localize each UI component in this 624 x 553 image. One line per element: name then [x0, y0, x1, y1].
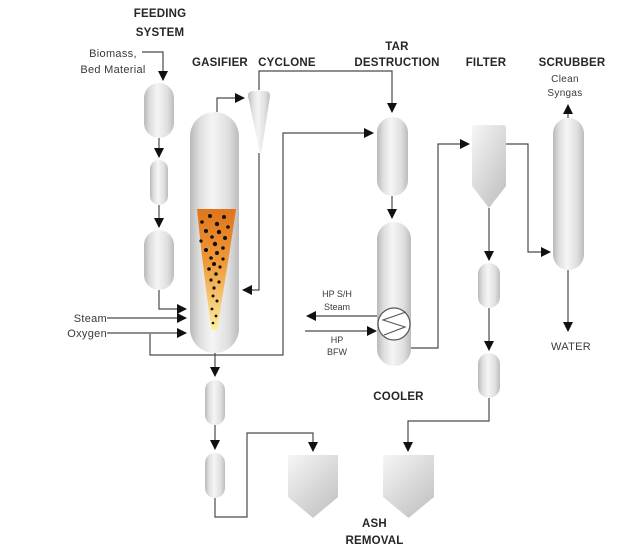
line-gasifier-to-cyclone — [216, 92, 246, 112]
stream-lines — [107, 51, 574, 518]
bed-particle — [212, 262, 216, 266]
bed-particle — [222, 215, 226, 219]
scrubber-label: SCRUBBER — [538, 57, 606, 69]
scrubber-vessel — [553, 118, 584, 270]
feed-hopper-2 — [150, 160, 168, 205]
tar-destruction-label: TAR DESTRUCTION — [342, 39, 452, 71]
bed-particle — [204, 229, 208, 233]
biomass-bed-material-label: Biomass, Bed Material — [63, 46, 163, 78]
bed-particle — [208, 214, 212, 218]
hp-sh-steam-line2: Steam — [323, 302, 350, 312]
bed-particle — [217, 280, 221, 284]
heat-exchanger-coil — [381, 311, 407, 336]
water-label: WATER — [551, 341, 591, 353]
tar-destruction-vessel — [377, 117, 408, 196]
bed-particle — [207, 267, 211, 271]
cooler-label: COOLER — [373, 391, 424, 403]
ash-removal-hopper-1 — [288, 455, 338, 518]
bed-particle — [211, 294, 215, 298]
ash-removal-line2: REMOVAL — [345, 535, 404, 547]
tar-destruction-line2: DESTRUCTION — [354, 57, 440, 69]
line-cyclone-to-tar — [258, 70, 398, 114]
clean-syngas-line2: Syngas — [547, 88, 583, 99]
line-oxygen-to-tar — [149, 127, 375, 356]
filter-capsule-2 — [478, 353, 500, 398]
line-filter-to-scrubber — [506, 143, 552, 258]
hp-sh-steam-label: HP S/H Steam — [309, 288, 365, 314]
ash-removal-label: ASH REMOVAL — [322, 516, 427, 550]
bed-particle — [204, 248, 208, 252]
vessels — [144, 83, 584, 518]
gasifier-ash-capsule-2 — [205, 453, 225, 498]
bed-particle — [211, 321, 215, 325]
gasifier-ash-capsule-1 — [205, 380, 225, 425]
bed-particle — [214, 221, 220, 227]
filter-capsule-1 — [478, 263, 500, 308]
bed-particle — [210, 235, 214, 239]
bed-particle — [221, 246, 225, 250]
feeding-system-line1: FEEDING — [133, 8, 187, 20]
steam-label: Steam — [73, 313, 107, 325]
clean-syngas-line1: Clean — [551, 74, 579, 85]
bed-particle — [215, 251, 219, 255]
feeding-system-label: FEEDING SYSTEM — [115, 5, 205, 43]
filter-label: FILTER — [465, 57, 507, 69]
line-cyclone-dipleg — [241, 153, 260, 296]
tar-destruction-line1: TAR — [385, 41, 409, 53]
bed-particle — [223, 236, 227, 240]
cyclone-body — [248, 91, 270, 153]
particles-group — [199, 214, 230, 325]
clean-syngas-label: Clean Syngas — [534, 73, 596, 101]
feeding-system-line2: SYSTEM — [135, 27, 185, 39]
bed-particle — [214, 272, 218, 276]
line-cooler-to-filter — [411, 138, 471, 349]
bed-particle — [210, 307, 214, 311]
oxygen-label: Oxygen — [67, 328, 107, 340]
gasifier-label: GASIFIER — [192, 57, 248, 69]
hp-sh-steam-line1: HP S/H — [322, 289, 352, 299]
filter-vessel — [472, 125, 506, 208]
hp-bfw-line2: BFW — [327, 347, 347, 357]
bed-particle — [212, 286, 216, 290]
feed-hopper-3 — [144, 230, 174, 290]
bed-particle — [212, 241, 218, 247]
bed-particle — [214, 314, 218, 318]
bed-particle — [209, 256, 213, 260]
ash-removal-hopper-2 — [383, 455, 434, 518]
line-feed-to-gasifier — [158, 290, 188, 315]
bed-particle — [221, 257, 225, 261]
ash-removal-line1: ASH — [362, 518, 387, 530]
cyclone-label: CYCLONE — [258, 57, 316, 69]
bed-particle — [215, 299, 219, 303]
bed-particle — [218, 265, 222, 269]
line-biomass-feed — [142, 51, 169, 82]
bed-particle — [216, 229, 222, 235]
line-to-ash-hopper-1 — [214, 432, 319, 518]
hp-bfw-line1: HP — [330, 335, 344, 345]
line-to-ash-hopper-2 — [402, 398, 490, 453]
feed-hopper-1 — [144, 83, 174, 138]
bed-particle — [200, 220, 204, 224]
biomass-line1: Biomass, — [89, 48, 137, 60]
bed-particle — [226, 225, 230, 229]
bed-particle — [199, 239, 203, 243]
biomass-line2: Bed Material — [80, 64, 146, 76]
bed-particle — [209, 278, 213, 282]
hp-bfw-label: HP BFW — [309, 334, 365, 358]
cooler-vessel — [377, 222, 411, 366]
